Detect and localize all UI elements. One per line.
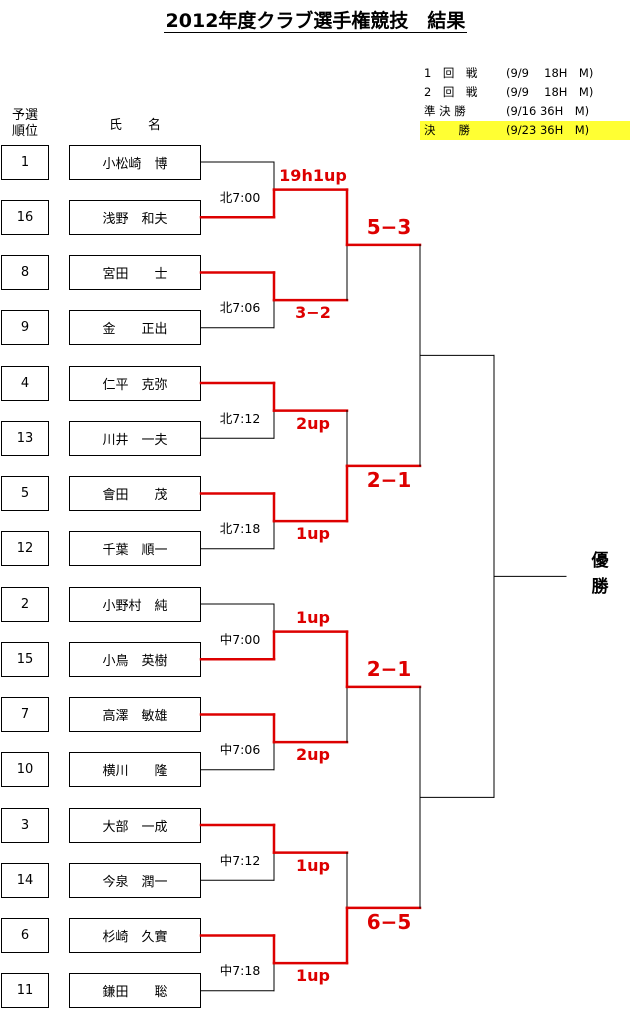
seed-box: 4 — [1, 366, 49, 401]
seed-box: 11 — [1, 973, 49, 1008]
schedule-row: 2 回 戦 (9/9 18H M) — [420, 83, 630, 102]
seed-header-line1: 予選 — [11, 108, 38, 123]
schedule-legend: 1 回 戦 (9/9 18H M) 2 回 戦 (9/9 18H M) 準 決 勝 (9/… — [420, 64, 630, 140]
match-time: 北7:12 — [219, 410, 261, 426]
player-name-box: 杉崎 久實 — [69, 918, 201, 953]
schedule-round: 準 決 勝 — [424, 104, 466, 118]
seed-box: 2 — [1, 587, 49, 622]
round1-score: 2up — [296, 745, 330, 765]
seed-box: 7 — [1, 697, 49, 732]
schedule-info: (9/9 18H M) — [506, 66, 594, 80]
match-time: 中7:12 — [219, 852, 261, 868]
player-name-box: 鎌田 聡 — [69, 973, 201, 1008]
champion-label: 優勝 — [585, 548, 615, 600]
name-column-header: 氏 名 — [108, 118, 161, 133]
round1-score: 1up — [296, 966, 330, 986]
schedule-info: (9/16 36H M) — [506, 104, 590, 118]
seed-box: 9 — [1, 310, 49, 345]
champion-char: 優 — [591, 551, 609, 571]
round1-score: 1up — [296, 524, 330, 544]
match-time: 中7:06 — [219, 742, 261, 758]
round2-score: 5−3 — [366, 214, 412, 239]
round1-score: 1up — [296, 855, 330, 875]
schedule-info: (9/23 36H M) — [506, 123, 590, 137]
schedule-row: 1 回 戦 (9/9 18H M) — [420, 64, 630, 83]
seed-box: 8 — [1, 255, 49, 290]
player-name-box: 大部 一成 — [69, 808, 201, 843]
seed-box: 3 — [1, 808, 49, 843]
seed-box: 14 — [1, 863, 49, 898]
match-time: 北7:06 — [219, 300, 261, 316]
player-name-box: 横川 隆 — [69, 752, 201, 787]
player-name-box: 今泉 潤一 — [69, 863, 201, 898]
round1-score: 1up — [296, 607, 330, 627]
player-name-box: 高澤 敏雄 — [69, 697, 201, 732]
page-title-text: 2012年度クラブ選手権競技 結果 — [163, 10, 468, 33]
player-name-box: 金 正出 — [69, 310, 201, 345]
seed-box: 5 — [1, 476, 49, 511]
player-name-box: 千葉 順一 — [69, 531, 201, 566]
schedule-round: 2 回 戦 — [424, 85, 478, 99]
seed-column-header: 予選 順位 — [1, 108, 49, 140]
round1-score: 3−2 — [295, 303, 331, 323]
seed-box: 13 — [1, 421, 49, 456]
player-name-box: 浅野 和夫 — [69, 200, 201, 235]
player-name-box: 宮田 士 — [69, 255, 201, 290]
schedule-row: 決 勝 (9/23 36H M) — [420, 121, 630, 140]
page-title: 2012年度クラブ選手権競技 結果 — [0, 6, 631, 33]
match-time: 中7:18 — [219, 963, 261, 979]
match-time: 北7:00 — [219, 189, 261, 205]
player-name-box: 小松崎 博 — [69, 145, 201, 180]
player-name-box: 川井 一夫 — [69, 421, 201, 456]
seed-box: 16 — [1, 200, 49, 235]
round1-score: 2up — [296, 413, 330, 433]
champion-char: 勝 — [591, 577, 609, 597]
player-name-box: 小鳥 英樹 — [69, 642, 201, 677]
round2-score: 2−1 — [366, 656, 412, 681]
schedule-round: 1 回 戦 — [424, 66, 478, 80]
round2-score: 2−1 — [366, 467, 412, 492]
player-name-box: 會田 茂 — [69, 476, 201, 511]
seed-box: 6 — [1, 918, 49, 953]
seed-box: 1 — [1, 145, 49, 180]
seed-box: 12 — [1, 531, 49, 566]
round1-score: 19h1up — [279, 165, 347, 185]
seed-box: 15 — [1, 642, 49, 677]
seed-box: 10 — [1, 752, 49, 787]
schedule-round: 決 勝 — [424, 123, 470, 137]
schedule-info: (9/9 18H M) — [506, 85, 594, 99]
match-time: 北7:18 — [219, 521, 261, 537]
seed-header-line2: 順位 — [11, 124, 38, 139]
round2-score: 6−5 — [366, 909, 412, 934]
schedule-row: 準 決 勝 (9/16 36H M) — [420, 102, 630, 121]
match-time: 中7:00 — [219, 631, 261, 647]
player-name-box: 仁平 克弥 — [69, 366, 201, 401]
